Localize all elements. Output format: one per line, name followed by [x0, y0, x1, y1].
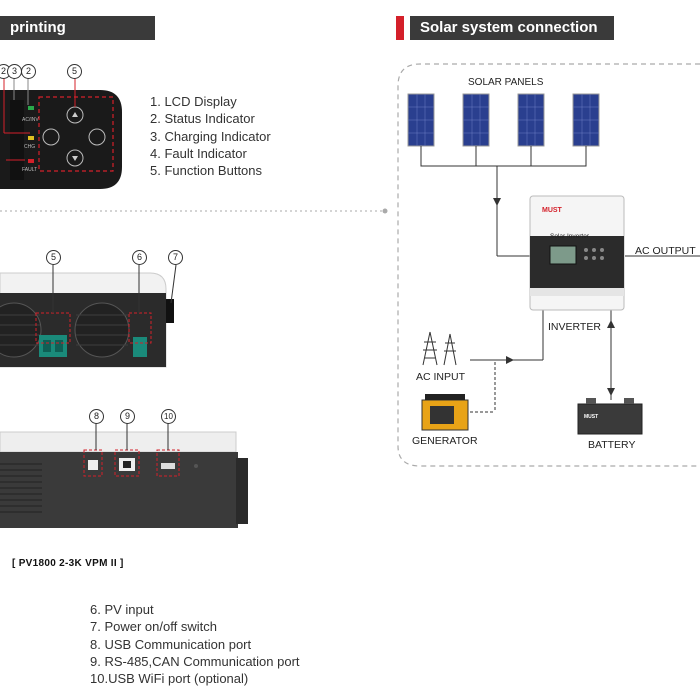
inverter-brand: MUST: [542, 207, 563, 214]
model-label: [ PV1800 2-3K VPM II ]: [12, 558, 124, 569]
solar-panels-label: SOLAR PANELS: [468, 77, 544, 88]
transmission-tower-icon: [422, 331, 457, 366]
generator-label: GENERATOR: [412, 435, 478, 447]
side-callout-6: 6: [132, 250, 147, 265]
panel-callout-d: 5: [67, 64, 82, 79]
diagram-dashed-frame: [397, 63, 700, 467]
list-item: 2. Status Indicator: [150, 111, 255, 127]
list-item: 8. USB Communication port: [90, 636, 252, 652]
inverter-device-name: Solar Inverter: [550, 233, 590, 240]
bottom-callout-8: 8: [89, 409, 104, 424]
section-divider: [0, 208, 388, 214]
front-panel-drawing: [0, 75, 122, 189]
generator-icon: [421, 394, 469, 431]
list-item: 7. Power on/off switch: [90, 619, 217, 635]
solar-panel-row: [407, 93, 600, 147]
panel-callout-b: 3: [7, 64, 22, 79]
ac-input-label: AC INPUT: [416, 371, 466, 383]
left-section-title: printing description: [10, 19, 91, 60]
port-feature-list: 6. PV input 7. Power on/off switch 8. US…: [90, 601, 300, 687]
right-header-accent: [396, 16, 404, 40]
left-section-header: printing description: [0, 16, 155, 60]
solar-connection-diagram: MUST Solar Inverter MUST SOLAR PANELS AC…: [397, 63, 700, 467]
list-item: 3. Charging Indicator: [150, 128, 271, 144]
list-item: 9. RS-485,CAN Communication port: [90, 653, 300, 669]
bottom-view-drawing: [0, 423, 248, 528]
list-item: 10.USB WiFi port (optional): [90, 671, 249, 687]
list-item: 6. PV input: [90, 602, 154, 617]
list-item: 5. Function Buttons: [150, 163, 263, 179]
battery-icon: MUST: [577, 398, 643, 435]
fault-led-label: FAULT: [22, 167, 38, 173]
bottom-callout-9: 9: [120, 409, 135, 424]
ac-output-label: AC OUTPUT: [635, 245, 696, 257]
bottom-callout-10: 10: [161, 409, 176, 424]
right-section-header: Solar system connection: [410, 16, 614, 40]
list-item: 1. LCD Display: [150, 94, 237, 109]
inverter-unit: [529, 195, 625, 311]
side-view-drawing: [0, 264, 177, 368]
battery-label: BATTERY: [588, 439, 635, 451]
chg-led-label: CHG: [24, 144, 36, 150]
side-callout-5: 5: [46, 250, 61, 265]
side-callout-7: 7: [168, 250, 183, 265]
ac-inv-led-label: AC/INV: [22, 117, 39, 123]
inverter-label: INVERTER: [548, 321, 601, 333]
svg-text:MUST: MUST: [584, 414, 598, 420]
list-item: 4. Fault Indicator: [150, 145, 247, 161]
panel-callout-c: 2: [21, 64, 36, 79]
right-section-title: Solar system connection: [420, 19, 598, 36]
panel-feature-list: 1. LCD Display 2. Status Indicator 3. Ch…: [150, 93, 271, 179]
